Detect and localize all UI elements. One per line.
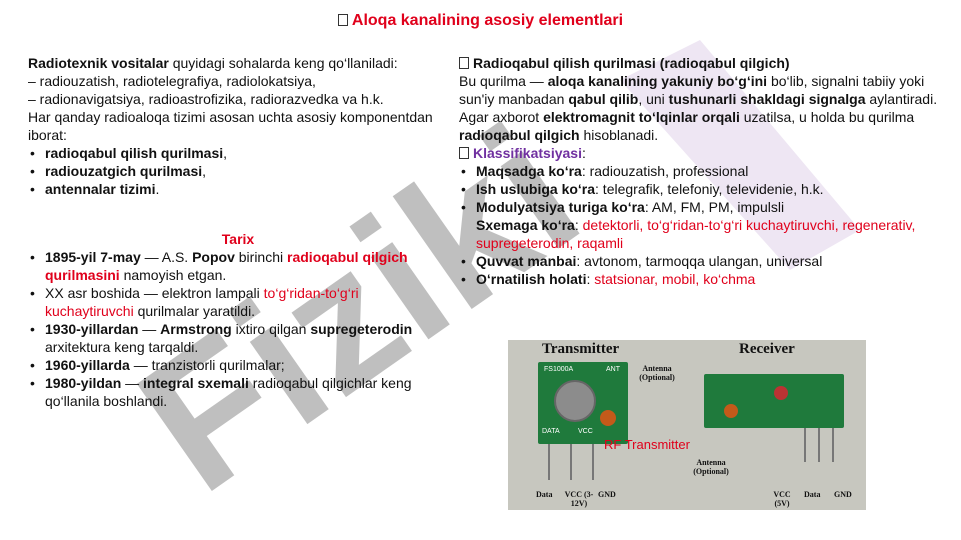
coil-icon	[600, 410, 616, 426]
list-item: Ish uslubiga ko‘ra: telegrafik, telefoni…	[459, 180, 939, 198]
classification-heading: Klassifikatsiyasi:	[459, 144, 939, 162]
line-3: Har qanday radioaloqa tizimi asosan ucht…	[28, 109, 433, 143]
tx-antenna-label: Antenna (Optional)	[639, 364, 675, 382]
components-list: radioqabul qilish qurilmasi, radiouzatgi…	[28, 144, 448, 198]
rx-antenna-label: Antenna (Optional)	[693, 458, 729, 476]
list-item: Maqsadga ko‘ra: radiouzatish, profession…	[459, 162, 939, 180]
list-item: 1980-yildan — integral sxemali radioqabu…	[28, 374, 448, 410]
left-column: Radiotexnik vositalar quyidagi sohalarda…	[28, 54, 448, 410]
transmitter-label: Transmitter	[542, 341, 620, 357]
pin	[818, 428, 820, 462]
rx-pin-gnd: GND	[834, 490, 852, 499]
checkbox-icon	[337, 14, 348, 26]
list-item: 1930-yillardan — Armstrong ixtiro qilgan…	[28, 320, 448, 356]
rx-pin-data: Data	[804, 490, 821, 499]
checkbox-icon	[459, 57, 469, 69]
list-item: XX asr boshida — elektron lampali to‘g‘r…	[28, 284, 448, 320]
receiver-label: Receiver	[739, 341, 795, 357]
checkbox-icon	[459, 147, 469, 159]
receiver-board	[704, 374, 844, 428]
classification-list: Maqsadga ko‘ra: radiouzatish, profession…	[459, 162, 939, 288]
rx-pin-vcc: VCC (5V)	[773, 490, 791, 508]
vcc-label: VCC	[578, 428, 593, 435]
ant-label: ANT	[606, 366, 620, 373]
pin	[548, 444, 550, 480]
list-item: 1960-yillarda — tranzistorli qurilmalar;	[28, 356, 448, 374]
history-heading: Tarix	[221, 231, 255, 247]
intro-paragraph: Radiotexnik vositalar quyidagi sohalarda…	[28, 55, 398, 71]
pin	[832, 428, 834, 462]
chip-label: FS1000A	[544, 366, 574, 373]
tx-pin-data: Data	[536, 490, 553, 499]
pin	[804, 428, 806, 462]
pin	[592, 444, 594, 480]
list-item: antennalar tizimi.	[28, 180, 448, 198]
paragraph-1: Bu qurilma — aloqa kanalining yakuniy bo…	[459, 73, 938, 107]
history-list: 1895-yil 7-may — A.S. Popov birinchi rad…	[28, 248, 448, 410]
receiver-heading: Radioqabul qilish qurilmasi (radioqabul …	[459, 54, 939, 72]
pin	[570, 444, 572, 480]
list-item: radioqabul qilish qurilmasi,	[28, 144, 448, 162]
list-item: radiouzatgich qurilmasi,	[28, 162, 448, 180]
list-item: Modulyatsiya turiga ko‘ra: AM, FM, PM, i…	[459, 198, 939, 252]
tx-pin-vcc: VCC (3-12V)	[564, 490, 594, 508]
line-1: – radiouzatish, radiotelegrafiya, radiol…	[28, 73, 316, 89]
line-2: – radionavigatsiya, radioastrofizika, ra…	[28, 91, 384, 107]
data-label: DATA	[542, 428, 560, 435]
list-item: Quvvat manbai: avtonom, tarmoqqa ulangan…	[459, 252, 939, 270]
paragraph-2: Agar axborot elektromagnit to‘lqinlar or…	[459, 109, 915, 143]
component-icon	[774, 386, 788, 400]
list-item: O‘rnatilish holati: statsionar, mobil, k…	[459, 270, 939, 288]
rf-transmitter-overlay: RF Transmitter	[604, 437, 690, 452]
transmitter-board: FS1000A ANT DATA VCC	[538, 362, 628, 444]
coil-icon	[724, 404, 738, 418]
slide-title: Aloqa kanalining asosiy elementlari	[0, 12, 961, 30]
tx-pin-gnd: GND	[598, 490, 616, 499]
right-column: Radioqabul qilish qurilmasi (radioqabul …	[459, 54, 939, 288]
list-item: 1895-yil 7-may — A.S. Popov birinchi rad…	[28, 248, 448, 284]
crystal-icon	[554, 380, 596, 422]
rf-module-photo: Transmitter Receiver FS1000A ANT DATA VC…	[508, 340, 866, 510]
